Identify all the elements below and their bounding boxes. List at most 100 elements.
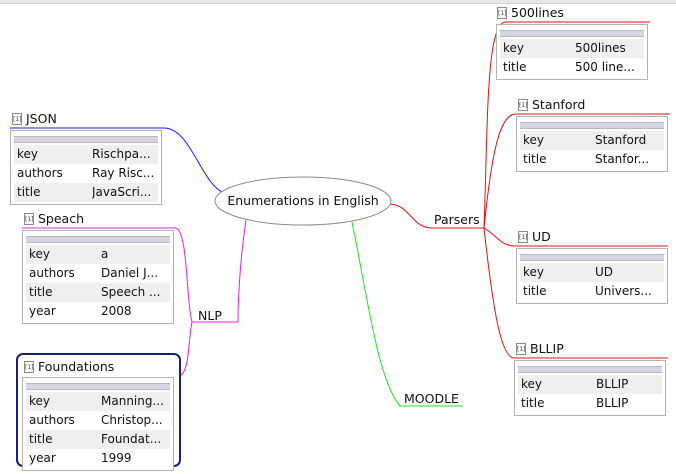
field-value: 500lines	[575, 41, 626, 55]
field-value: Stanfor...	[595, 152, 650, 166]
field-key: year	[29, 451, 56, 465]
field-value: BLLIP	[596, 377, 629, 391]
record-row: title 500 line...	[500, 58, 644, 77]
node-stanford-title[interactable]: [1] Stanford	[518, 97, 585, 112]
field-value: Speech ...	[101, 285, 161, 299]
document-icon: [1]	[12, 112, 22, 125]
document-icon: [1]	[497, 6, 507, 19]
edge-ud	[483, 227, 668, 247]
field-value: BLLIP	[596, 396, 629, 410]
record-header	[14, 136, 158, 143]
branch-parsers[interactable]: Parsers	[434, 212, 480, 227]
central-node-shape	[214, 176, 392, 226]
record-row: key a	[26, 245, 170, 264]
field-key: key	[523, 265, 545, 279]
field-value: Manning...	[101, 394, 164, 408]
field-key: key	[503, 41, 525, 55]
record-row: title BLLIP	[518, 394, 662, 413]
field-value: 2008	[101, 304, 132, 318]
branch-moodle[interactable]: MOODLE	[404, 391, 459, 406]
edge-speach	[22, 227, 193, 323]
edge-json	[10, 127, 223, 193]
field-key: authors	[17, 166, 63, 180]
field-value: Daniel J...	[101, 266, 159, 280]
record-header	[520, 254, 664, 261]
field-key: key	[29, 247, 51, 261]
field-value: JavaScri...	[92, 185, 152, 199]
record-row: title JavaScri...	[14, 183, 158, 202]
record-500lines[interactable]: key 500lines title 500 line...	[496, 24, 648, 80]
field-value: 1999	[101, 451, 132, 465]
record-row: key BLLIP	[518, 375, 662, 394]
field-key: title	[29, 432, 53, 446]
node-ud-label: UD	[532, 229, 551, 244]
edge-bllip	[483, 227, 668, 359]
record-header	[518, 366, 662, 373]
field-key: title	[503, 60, 527, 74]
edge-stanford	[483, 113, 670, 229]
field-key: authors	[29, 413, 75, 427]
record-header	[520, 122, 664, 129]
record-row: key 500lines	[500, 39, 644, 58]
node-speach-title[interactable]: [1] Speach	[24, 211, 84, 226]
central-node-label: Enumerations in English	[227, 193, 379, 208]
field-key: year	[29, 304, 56, 318]
node-500lines-label: 500lines	[511, 5, 564, 20]
edge-foundations	[179, 321, 193, 377]
branch-nlp[interactable]: NLP	[198, 308, 222, 323]
node-json-label: JSON	[26, 111, 57, 126]
document-icon: [1]	[516, 342, 526, 355]
record-header	[500, 30, 644, 37]
edge-500lines	[483, 21, 650, 229]
record-row: year 1999	[26, 449, 170, 468]
node-foundations-label: Foundations	[38, 359, 115, 374]
record-header	[26, 383, 170, 390]
node-ud-title[interactable]: [1] UD	[518, 229, 551, 244]
document-icon: [1]	[518, 98, 528, 111]
edge-moodle	[351, 221, 462, 407]
field-value: a	[101, 247, 109, 261]
record-row: authors Christop...	[26, 411, 170, 430]
field-key: title	[523, 152, 547, 166]
edge-parsers	[389, 203, 484, 229]
node-foundations-title[interactable]: [1] Foundations	[24, 359, 114, 374]
field-key: title	[521, 396, 545, 410]
document-icon: [1]	[24, 212, 34, 225]
field-key: title	[29, 285, 53, 299]
central-node[interactable]: Enumerations in English	[215, 193, 391, 208]
field-key: key	[17, 147, 39, 161]
field-value: Christop...	[101, 413, 163, 427]
top-scroll-edge	[0, 0, 676, 4]
record-row: title Stanfor...	[520, 150, 664, 169]
node-json-title[interactable]: [1] JSON	[12, 111, 57, 126]
field-value: Univers...	[595, 284, 652, 298]
node-bllip-title[interactable]: [1] BLLIP	[516, 341, 564, 356]
node-speach-label: Speach	[38, 211, 85, 226]
node-bllip-label: BLLIP	[530, 341, 564, 356]
record-row: key Manning...	[26, 392, 170, 411]
record-header	[26, 236, 170, 243]
record-row: title Univers...	[520, 282, 664, 301]
node-stanford-label: Stanford	[532, 97, 586, 112]
field-key: title	[17, 185, 41, 199]
edge-nlp-center	[237, 219, 247, 323]
field-key: title	[523, 284, 547, 298]
field-key: key	[521, 377, 543, 391]
field-key: key	[523, 133, 545, 147]
field-value: 500 line...	[575, 60, 635, 74]
field-key: key	[29, 394, 51, 408]
node-500lines-title[interactable]: [1] 500lines	[497, 5, 564, 20]
